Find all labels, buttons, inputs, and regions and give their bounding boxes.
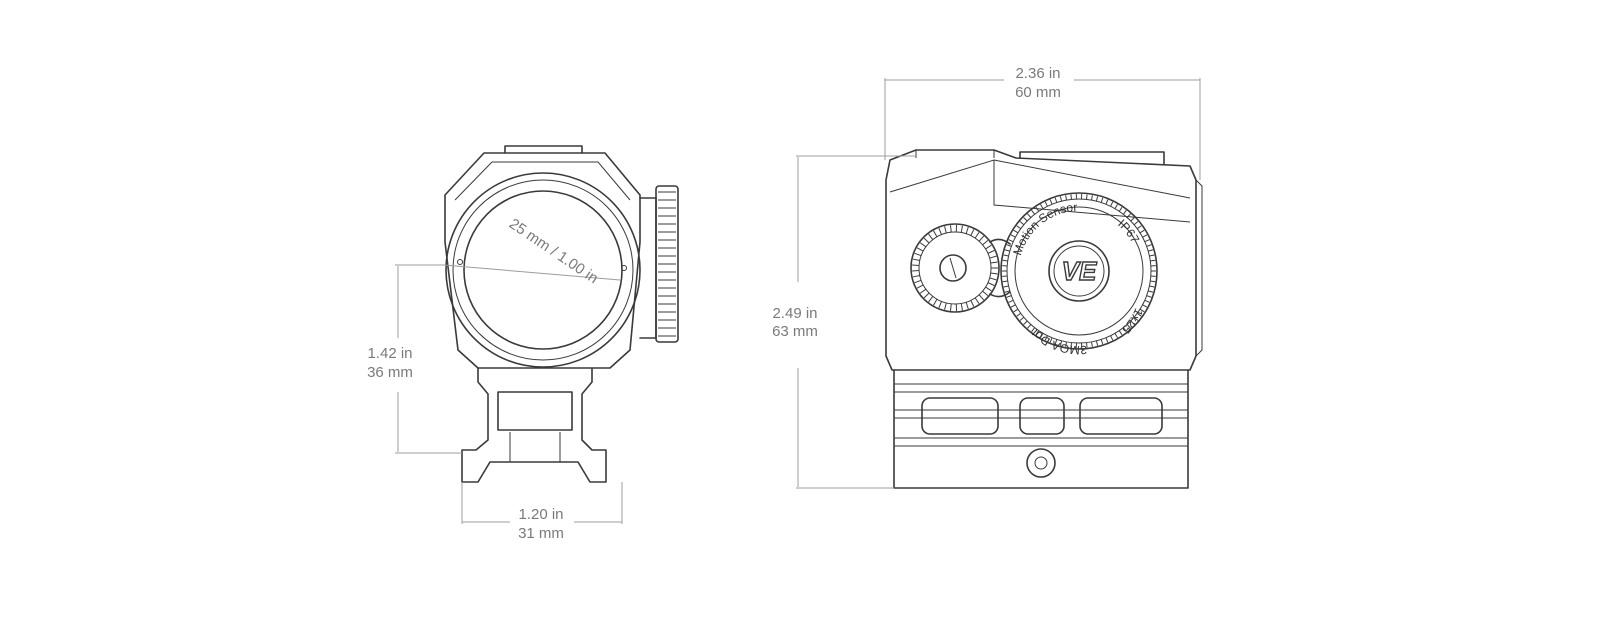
side-height-mm: 63 mm (772, 323, 818, 340)
side-width-in: 2.36 in (1015, 65, 1060, 82)
front-view: 25 mm / 1.00 in 1.42 in 36 mm 1.20 in 31… (367, 145, 679, 542)
front-height-mm: 36 mm (367, 364, 413, 381)
front-width-mm: 31 mm (518, 525, 564, 542)
dial-logo: VE (1062, 256, 1097, 286)
side-view: VE Motion Sensor IP67 1x25 3MOA Dot 2. (772, 65, 1203, 489)
dial-reticle: 3MOA Dot (1028, 326, 1087, 358)
front-height-in: 1.42 in (367, 345, 412, 362)
side-height-in: 2.49 in (772, 305, 817, 322)
front-width-in: 1.20 in (518, 506, 563, 523)
lens-diameter-label: 25 mm / 1.00 in (506, 215, 601, 287)
side-width-mm: 60 mm (1015, 84, 1061, 101)
